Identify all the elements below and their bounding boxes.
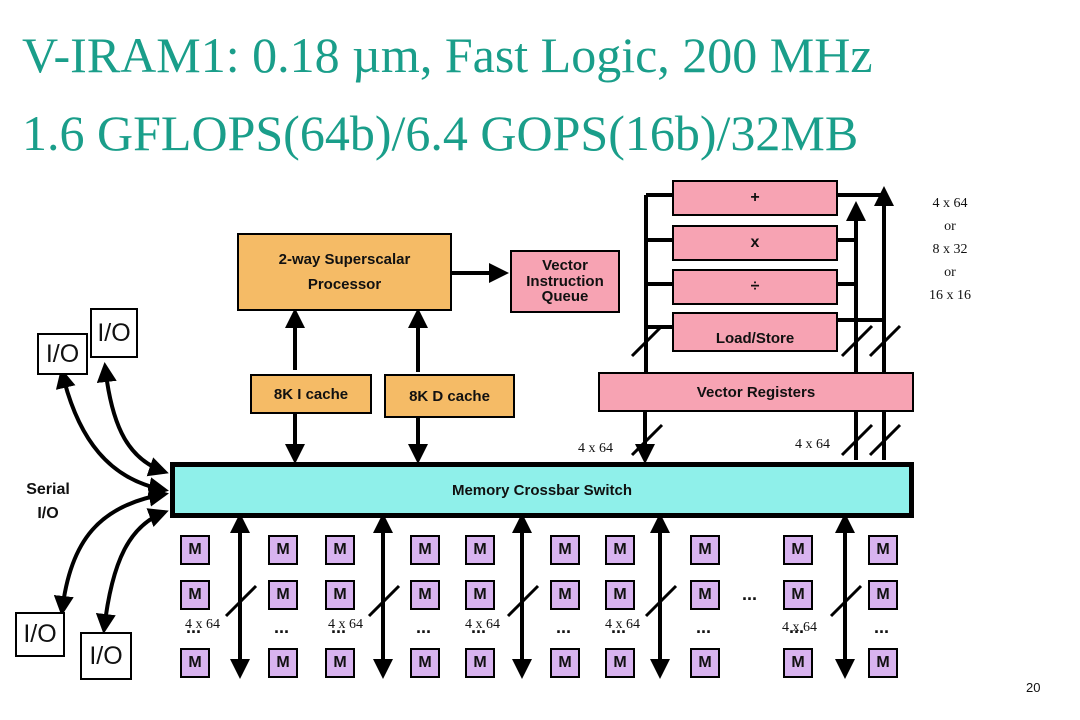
memory-ellipsis: ... [556,617,572,637]
io-box-bottom-left: I/O [15,612,65,657]
processor-label-line1: 2-way Superscalar [278,251,411,268]
io-box-top-right: I/O [90,308,138,358]
width-option-5: 16 x 16 [929,288,971,303]
processor-label-line2: Processor [307,276,382,293]
bus-label-left: 4 x 64 [578,441,613,456]
vector-multiply-unit: x [672,225,838,261]
memory-bank-cell: M [605,535,635,565]
memory-bank-cell: M [868,580,898,610]
memory-bank-cell: M [690,580,720,610]
memory-bank-cell: M [783,535,813,565]
memory-bank-cell: M [180,535,210,565]
memory-bank-cell: M [268,648,298,678]
vector-queue-line1: Vector [542,256,588,274]
vector-instruction-queue: Vector Instruction Queue [510,250,620,313]
memory-ellipsis: ... [331,617,347,637]
vector-add-unit: + [672,180,838,216]
memory-bank-cell: M [268,580,298,610]
memory-bank-cell: M [605,648,635,678]
memory-bank-cell: M [325,535,355,565]
vector-divide-unit: ÷ [672,269,838,305]
width-option-2: or [944,219,956,234]
bus-label-right: 4 x 64 [795,437,830,452]
serial-io-line2: I/O [37,505,59,522]
vector-queue-line3: Queue [541,288,589,306]
vector-queue-line2: Instruction [526,272,604,290]
memory-bus-width-label: 4 x 64 [328,617,363,632]
serial-io-line1: Serial [26,481,70,498]
memory-ellipsis: ... [274,617,290,637]
memory-bank-cell: M [690,648,720,678]
memory-bank-cell: M [550,580,580,610]
memory-bus-width-label: 4 x 64 [605,617,640,632]
memory-ellipsis: ... [471,617,487,637]
memory-bank-cell: M [550,648,580,678]
memory-ellipsis: ... [789,617,805,637]
memory-bank-cell: M [868,648,898,678]
memory-column-ellipsis: ... [742,584,758,604]
memory-bank-cell: M [465,535,495,565]
instruction-cache: 8K I cache [250,374,372,414]
superscalar-processor: 2-way Superscalar Processor [237,233,452,311]
load-store-unit: Load/Store [672,312,838,352]
memory-bank-cell: M [410,535,440,565]
memory-bank-cell: M [465,580,495,610]
memory-ellipsis: ... [611,617,627,637]
memory-ellipsis: ... [696,617,712,637]
memory-bus-width-label: 4 x 64 [782,620,817,635]
width-option-3: 8 x 32 [932,242,968,257]
memory-bank-cell: M [180,648,210,678]
memory-crossbar-switch: Memory Crossbar Switch [170,462,914,518]
memory-bank-cell: M [410,648,440,678]
memory-bank-cell: M [325,580,355,610]
memory-bank-cell: M [868,535,898,565]
memory-bank-cell: M [690,535,720,565]
memory-bank-cell: M [268,535,298,565]
memory-bank-cell: M [783,580,813,610]
title-line-1: V-IRAM1: 0.18 µm, Fast Logic, 200 MHz [22,27,873,83]
memory-bank-cell: M [605,580,635,610]
memory-bank-cell: M [325,648,355,678]
memory-bank-cell: M [783,648,813,678]
memory-ellipsis: ... [874,617,890,637]
memory-bank-cell: M [180,580,210,610]
serial-io-label: Serial I/O [18,478,78,526]
io-box-bottom-right: I/O [80,632,132,680]
io-box-top-left: I/O [37,333,88,375]
data-cache: 8K D cache [384,374,515,418]
page-number: 20 [1026,680,1041,695]
width-option-1: 4 x 64 [932,196,968,211]
memory-ellipsis: ... [416,617,432,637]
width-option-4: or [944,265,956,280]
memory-bus-width-label: 4 x 64 [465,617,500,632]
memory-bank-cell: M [410,580,440,610]
width-options: 4 x 64 or 8 x 32 or 16 x 16 [915,192,985,307]
vector-registers: Vector Registers [598,372,914,412]
memory-bank-cell: M [465,648,495,678]
memory-bus-width-label: 4 x 64 [185,617,220,632]
memory-ellipsis: ... [186,617,202,637]
title-line-2: 1.6 GFLOPS(64b)/6.4 GOPS(16b)/32MB [22,105,859,161]
memory-bank-cell: M [550,535,580,565]
